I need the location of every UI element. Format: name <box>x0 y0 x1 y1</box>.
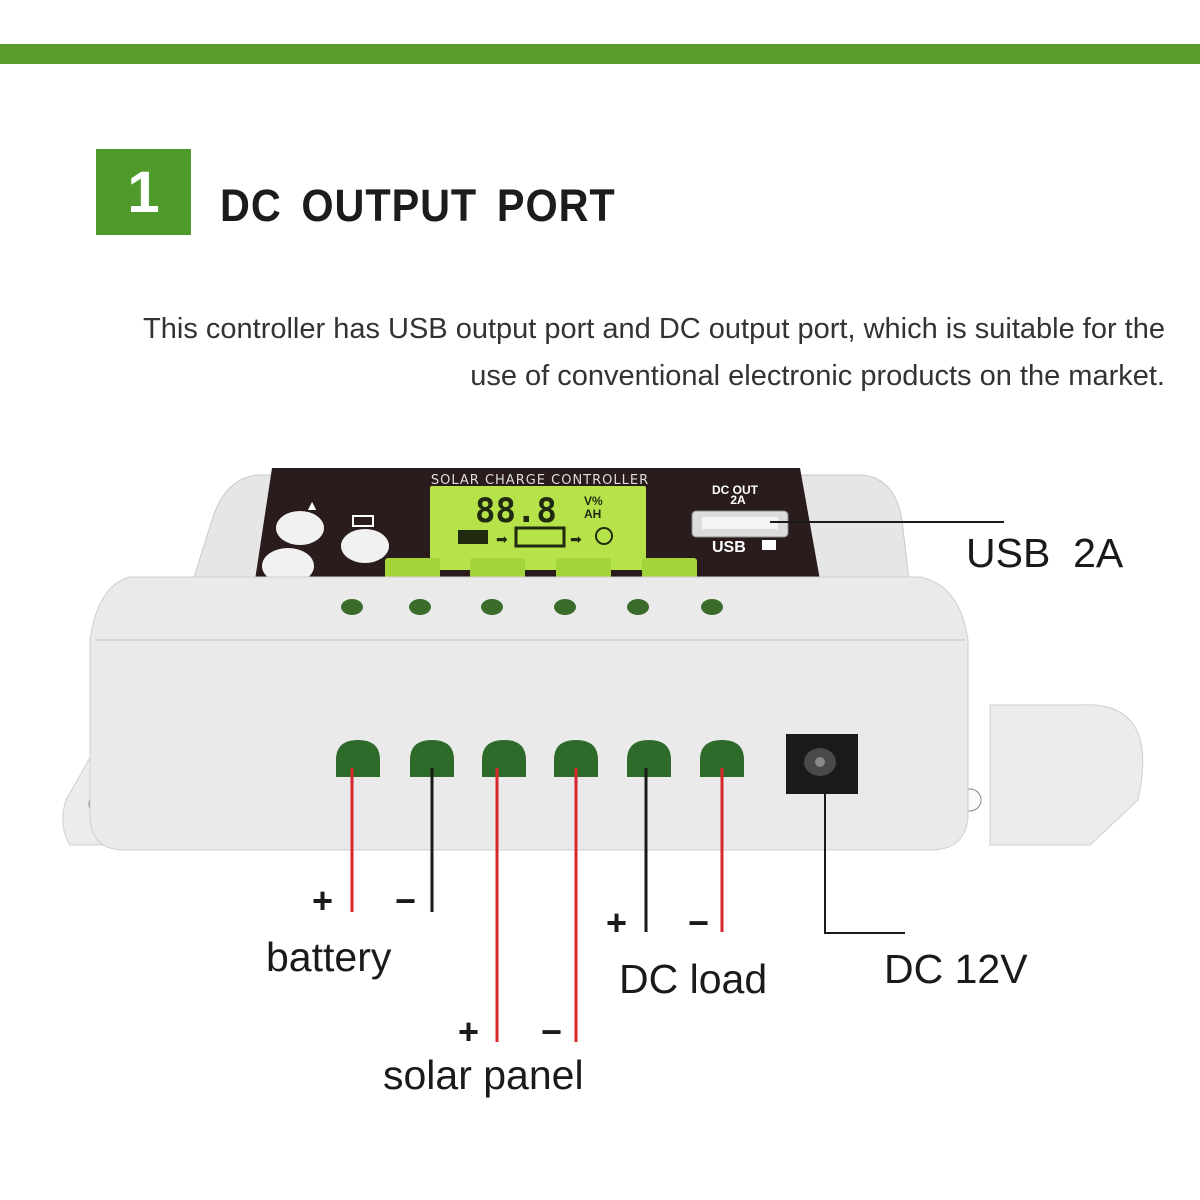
right-mount-tab <box>989 704 1144 846</box>
lcd-arrow-icon: ➡ <box>496 531 508 547</box>
enter-icon <box>352 515 374 527</box>
usb-caption-bottom: 2A <box>730 493 746 507</box>
solar-minus-sign: − <box>541 1011 563 1052</box>
section-title: DC OUTPUT PORT <box>220 180 616 231</box>
up-arrow-icon: ▲ <box>305 497 319 513</box>
dc-callout-label: DC 12V <box>884 946 1028 992</box>
terminal-block <box>89 576 969 851</box>
lcd-reading: 88.8 <box>475 491 557 531</box>
lcd-units-top: V% <box>584 494 603 508</box>
wires <box>350 768 724 1042</box>
section-description: This controller has USB output port and … <box>143 313 1165 392</box>
down-button[interactable] <box>262 548 314 584</box>
battery-label: battery <box>266 934 392 980</box>
wire-slots <box>336 740 744 777</box>
top-accent-bar <box>0 44 1200 64</box>
screw-holes <box>341 599 723 615</box>
lcd-bulb-icon <box>595 527 613 545</box>
lcd-battery-icon <box>514 526 566 548</box>
load-plus-sign: + <box>606 902 628 943</box>
load-minus-sign: − <box>688 902 710 943</box>
dc-load-label: DC load <box>619 956 768 1002</box>
panel-title: SOLAR CHARGE CONTROLLER <box>431 473 649 488</box>
up-button[interactable] <box>276 511 324 545</box>
battery-minus-sign: − <box>395 880 417 921</box>
step-number-badge: 1 <box>96 149 191 235</box>
solar-panel-label: solar panel <box>383 1052 584 1098</box>
battery-plus-sign: + <box>312 880 334 921</box>
dc-leader-line <box>824 790 905 934</box>
lcd-arrow-icon-2: ➡ <box>570 531 582 547</box>
usb-caption-top: DC OUT <box>712 483 759 497</box>
usb-callout-label: USB 2A <box>966 530 1124 576</box>
lcd-units-bottom: AH <box>584 507 601 521</box>
enter-button[interactable] <box>341 529 389 563</box>
usb-label: USB <box>712 539 746 556</box>
solar-plus-sign: + <box>458 1011 480 1052</box>
usb-symbol-icon <box>762 540 776 550</box>
lcd-solar-icon <box>458 530 488 544</box>
